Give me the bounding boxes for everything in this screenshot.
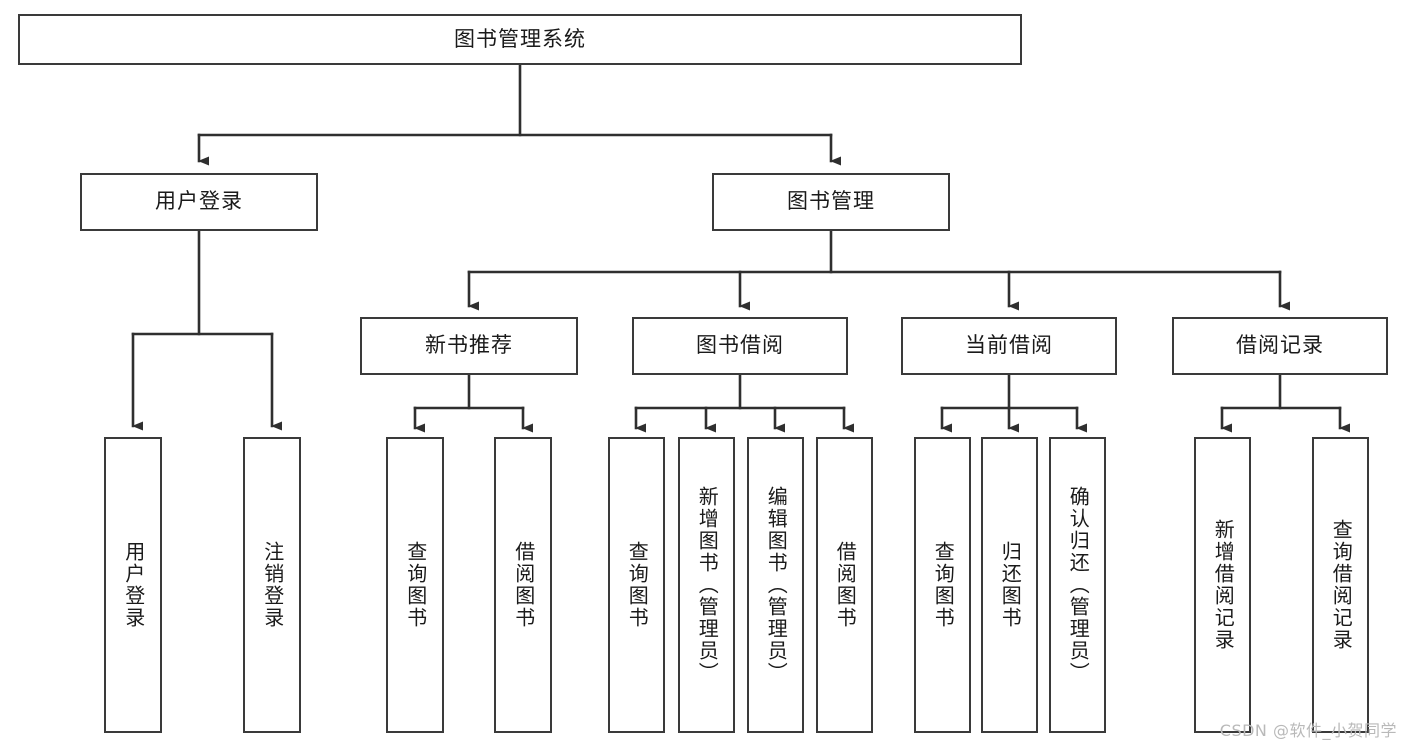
leaf-return-book[interactable]: 归还图书	[981, 437, 1038, 733]
node-current-borrow[interactable]: 当前借阅	[901, 317, 1117, 375]
node-new-book-recommend-label: 新书推荐	[425, 333, 513, 358]
leaf-logout-login-label: 注销登录	[260, 541, 285, 629]
leaf-borrow-book-2-label: 借阅图书	[833, 541, 858, 629]
leaf-add-book[interactable]: 新增图书（管理员）	[678, 437, 735, 733]
node-user-login[interactable]: 用户登录	[80, 173, 318, 231]
node-user-login-label: 用户登录	[155, 189, 243, 214]
node-book-borrow-label: 图书借阅	[696, 333, 784, 358]
leaf-borrow-book-1[interactable]: 借阅图书	[494, 437, 552, 733]
leaf-query-book-2[interactable]: 查询图书	[608, 437, 665, 733]
node-current-borrow-label: 当前借阅	[965, 333, 1053, 358]
node-book-borrow[interactable]: 图书借阅	[632, 317, 848, 375]
leaf-edit-book-label: 编辑图书（管理员）	[764, 486, 789, 684]
node-new-book-recommend[interactable]: 新书推荐	[360, 317, 578, 375]
leaf-logout-login[interactable]: 注销登录	[243, 437, 301, 733]
leaf-user-login-label: 用户登录	[121, 541, 146, 629]
leaf-query-record[interactable]: 查询借阅记录	[1312, 437, 1369, 733]
leaf-query-book-1-label: 查询图书	[403, 541, 428, 629]
node-root[interactable]: 图书管理系统	[18, 14, 1022, 65]
leaf-borrow-book-1-label: 借阅图书	[511, 541, 536, 629]
node-root-label: 图书管理系统	[454, 26, 586, 51]
leaf-query-book-1[interactable]: 查询图书	[386, 437, 444, 733]
leaf-edit-book[interactable]: 编辑图书（管理员）	[747, 437, 804, 733]
leaf-add-record-label: 新增借阅记录	[1211, 519, 1236, 651]
leaf-user-login[interactable]: 用户登录	[104, 437, 162, 733]
node-borrow-record[interactable]: 借阅记录	[1172, 317, 1388, 375]
node-book-manage-label: 图书管理	[787, 189, 875, 214]
leaf-confirm-return-label: 确认归还（管理员）	[1066, 486, 1091, 684]
watermark: CSDN @软件_小贺同学	[1219, 721, 1397, 740]
node-borrow-record-label: 借阅记录	[1236, 333, 1324, 358]
leaf-query-book-2-label: 查询图书	[625, 541, 650, 629]
leaf-query-book-3-label: 查询图书	[931, 541, 956, 629]
leaf-add-record[interactable]: 新增借阅记录	[1194, 437, 1251, 733]
leaf-add-book-label: 新增图书（管理员）	[695, 486, 720, 684]
leaf-return-book-label: 归还图书	[998, 541, 1023, 629]
leaf-query-book-3[interactable]: 查询图书	[914, 437, 971, 733]
leaf-confirm-return[interactable]: 确认归还（管理员）	[1049, 437, 1106, 733]
leaf-borrow-book-2[interactable]: 借阅图书	[816, 437, 873, 733]
leaf-query-record-label: 查询借阅记录	[1329, 519, 1354, 651]
node-book-manage[interactable]: 图书管理	[712, 173, 950, 231]
